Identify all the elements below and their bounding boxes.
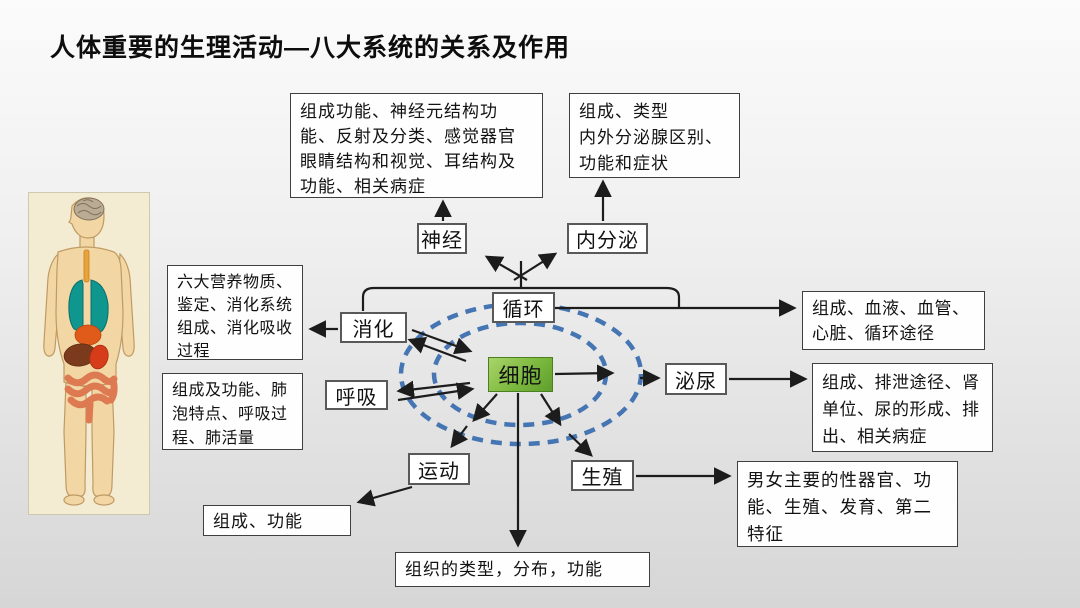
node-locomotor-system: 运动	[408, 453, 470, 485]
detail-box-digestive: 六大营养物质、鉴定、消化系统组成、消化吸收过程	[167, 265, 303, 360]
detail-box-endocrine: 组成、类型 内外分泌腺区别、 功能和症状	[569, 93, 740, 178]
node-reproductive-system: 生殖	[571, 460, 634, 491]
detail-box-tissue: 组织的类型，分布，功能	[395, 552, 650, 587]
arrow-cell-to-urinary-1	[554, 364, 615, 383]
detail-box-respiratory: 组成及功能、肺泡特点、呼吸过程、肺活量	[162, 373, 303, 450]
page-title: 人体重要的生理活动—八大系统的关系及作用	[50, 34, 571, 62]
arrow-cell-to-locomotor-1	[472, 393, 498, 422]
node-nervous-system: 神经	[417, 223, 467, 254]
arrow-cell-to-reproductive-2	[568, 433, 593, 457]
node-cell-center: 细胞	[488, 357, 553, 392]
human-body-illustration	[28, 192, 150, 515]
arrow-to-nervous	[484, 255, 528, 281]
stomach-shape	[89, 344, 109, 370]
human-body-card	[28, 192, 150, 520]
detail-box-urinary: 组成、排泄途径、肾单位、尿的形成、排出、相关病症	[812, 363, 993, 452]
arrow-cell-to-reproductive-1	[540, 393, 562, 427]
arrow-cell-to-digestive	[407, 337, 467, 363]
arrow-respiratory-to-cell	[397, 382, 475, 402]
trachea-shape	[83, 249, 90, 283]
arrow-digestive-to-cell	[411, 328, 473, 355]
node-digestive-system: 消化	[340, 312, 407, 343]
arrow-cell-to-respiratory	[396, 380, 471, 399]
node-circulatory-system: 循环	[492, 292, 555, 323]
detail-box-reproductive: 男女主要的性器官、功能、生殖、发育、第二特征	[737, 461, 958, 547]
arrow-locomotor-detail	[356, 485, 413, 507]
heart-shape	[74, 324, 102, 346]
arrow-to-endocrine	[513, 252, 558, 281]
node-urinary-system: 泌尿	[665, 363, 727, 395]
intestines-shape	[64, 371, 118, 424]
node-endocrine-system: 内分泌	[567, 223, 648, 254]
brain-shape	[73, 197, 105, 221]
detail-box-circulatory: 组成、血液、血管、心脏、循环途径	[802, 291, 985, 350]
detail-box-nervous: 组成功能、神经元结构功能、反射及分类、感觉器官眼睛结构和视觉、耳结构及功能、相关…	[290, 93, 543, 198]
detail-box-locomotor: 组成、功能	[203, 505, 351, 536]
lungs-shape	[68, 279, 109, 333]
node-respiratory-system: 呼吸	[325, 380, 388, 410]
arrow-cell-to-locomotor-2	[450, 425, 469, 449]
